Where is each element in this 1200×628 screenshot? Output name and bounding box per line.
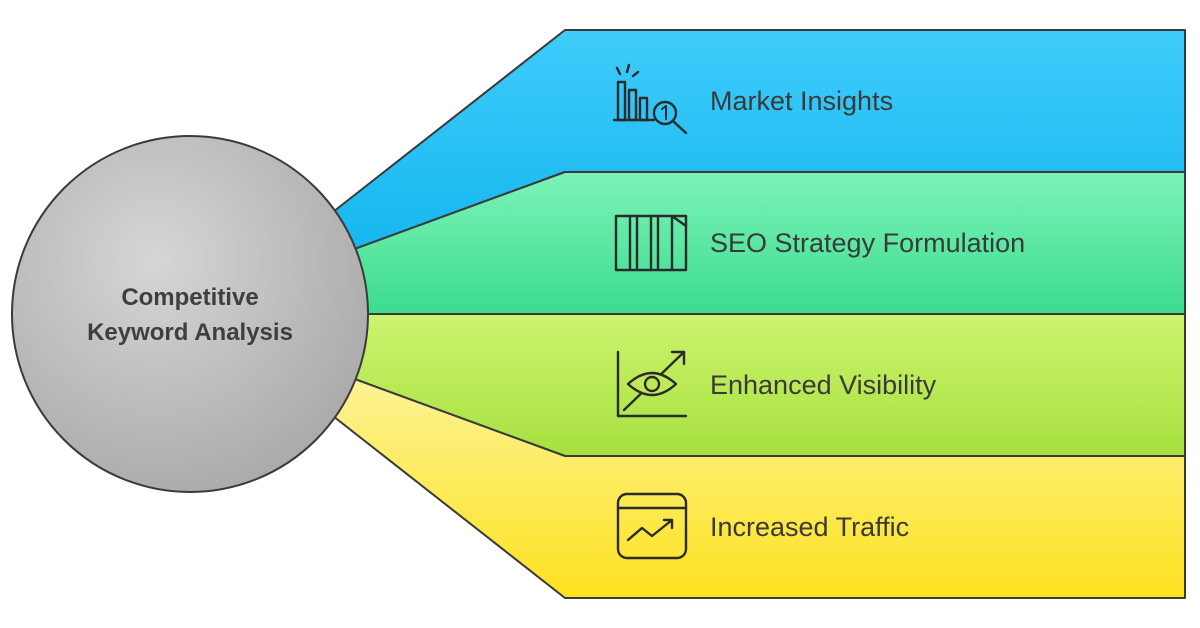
traffic-chart-icon (616, 492, 688, 560)
branch-label-enhanced-visibility: Enhanced Visibility (710, 370, 937, 400)
eye-growth-icon (616, 350, 688, 418)
hub-title-line2: Keyword Analysis (87, 319, 293, 346)
hub-circle (11, 135, 369, 493)
branch-label-market-insights: Market Insights (710, 86, 893, 116)
hub-title-line1: Competitive (121, 284, 258, 311)
branch-label-seo-strategy: SEO Strategy Formulation (710, 228, 1025, 258)
market-insights-icon (612, 63, 688, 135)
branch-label-increased-traffic: Increased Traffic (710, 512, 909, 542)
seo-columns-icon (614, 214, 688, 272)
